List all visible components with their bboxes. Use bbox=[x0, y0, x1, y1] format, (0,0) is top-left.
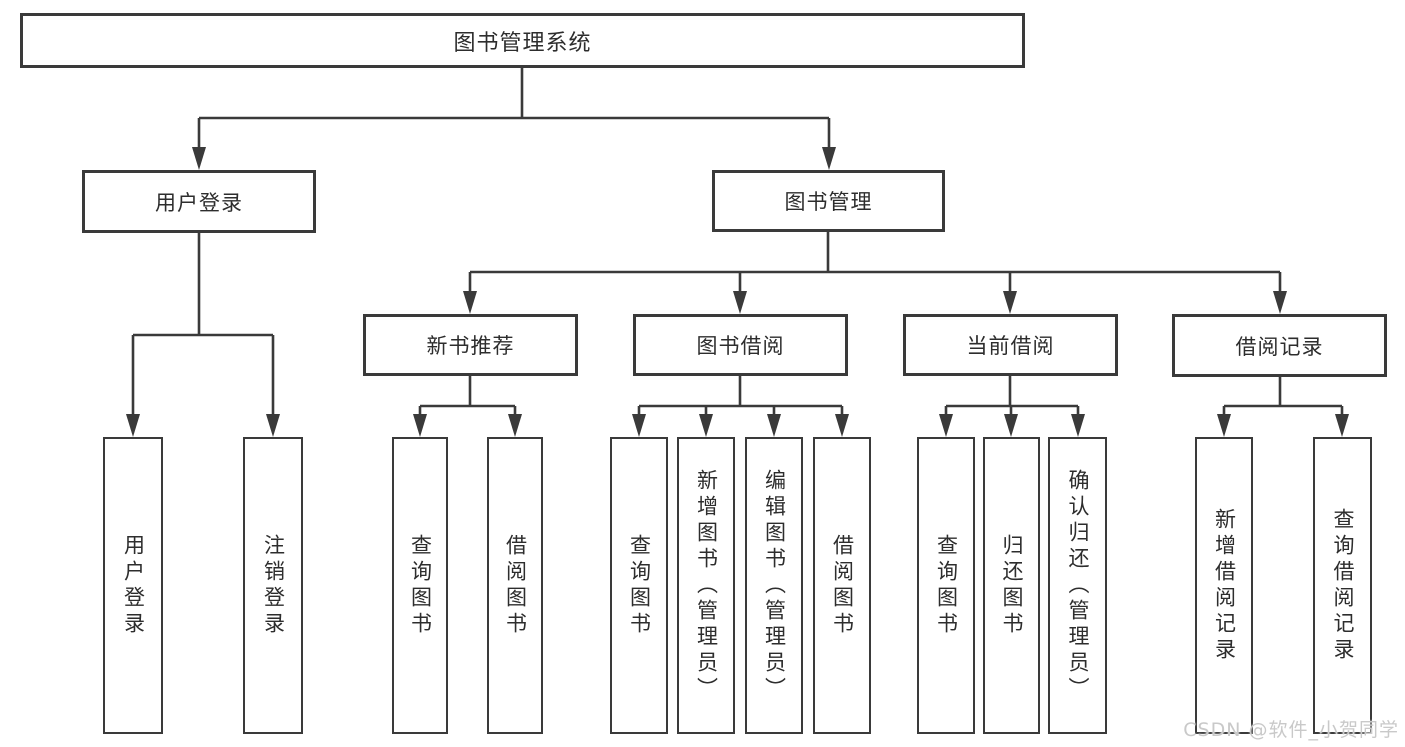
node-label: 图书借阅 bbox=[696, 334, 785, 358]
leaf-label: 查询图书 bbox=[934, 533, 959, 638]
leaf-user-login: 用户登录 bbox=[103, 437, 163, 734]
leaf-label: 借阅图书 bbox=[830, 533, 855, 638]
leaf-label: 查询图书 bbox=[627, 533, 652, 638]
leaf-label: 注销登录 bbox=[261, 533, 286, 638]
leaf-query-books-current: 查询图书 bbox=[917, 437, 975, 734]
leaf-query-books-borrow: 查询图书 bbox=[610, 437, 668, 734]
watermark: CSDN @软件_小贺同学 bbox=[1183, 719, 1399, 741]
leaf-borrow-books: 借阅图书 bbox=[813, 437, 871, 734]
leaf-label: 查询图书 bbox=[408, 533, 433, 638]
leaf-label: 归还图书 bbox=[1000, 533, 1024, 638]
node-library-management-system: 图书管理系统 bbox=[20, 13, 1025, 68]
node-user-login: 用户登录 bbox=[82, 170, 316, 233]
leaf-add-book-admin: 新增图书（管理员） bbox=[677, 437, 735, 734]
leaf-label: 查询借阅记录 bbox=[1331, 507, 1355, 664]
node-label: 借阅记录 bbox=[1235, 334, 1324, 359]
node-label: 图书管理系统 bbox=[453, 30, 592, 56]
node-label: 新书推荐 bbox=[426, 334, 515, 358]
node-label: 图书管理 bbox=[784, 190, 873, 214]
leaf-return-book: 归还图书 bbox=[983, 437, 1040, 734]
leaf-query-books-recommend: 查询图书 bbox=[392, 437, 448, 734]
leaf-label: 确认归还（管理员） bbox=[1066, 468, 1090, 703]
node-borrow-records: 借阅记录 bbox=[1172, 314, 1387, 377]
leaf-query-borrow-record: 查询借阅记录 bbox=[1313, 437, 1372, 734]
leaf-label: 借阅图书 bbox=[503, 533, 528, 638]
node-label: 用户登录 bbox=[155, 190, 243, 215]
leaf-logout: 注销登录 bbox=[243, 437, 303, 734]
leaf-borrow-books-recommend: 借阅图书 bbox=[487, 437, 543, 734]
leaf-edit-book-admin: 编辑图书（管理员） bbox=[745, 437, 803, 734]
leaf-label: 用户登录 bbox=[121, 533, 146, 638]
leaf-label: 新增图书（管理员） bbox=[694, 468, 719, 703]
leaf-confirm-return-admin: 确认归还（管理员） bbox=[1048, 437, 1107, 734]
node-label: 当前借阅 bbox=[966, 334, 1055, 358]
node-book-management: 图书管理 bbox=[712, 170, 945, 232]
leaf-label: 编辑图书（管理员） bbox=[762, 468, 787, 703]
leaf-label: 新增借阅记录 bbox=[1212, 507, 1237, 664]
node-book-borrow: 图书借阅 bbox=[633, 314, 848, 376]
node-current-borrow: 当前借阅 bbox=[903, 314, 1118, 376]
node-new-book-recommend: 新书推荐 bbox=[363, 314, 578, 376]
leaf-add-borrow-record: 新增借阅记录 bbox=[1195, 437, 1253, 734]
